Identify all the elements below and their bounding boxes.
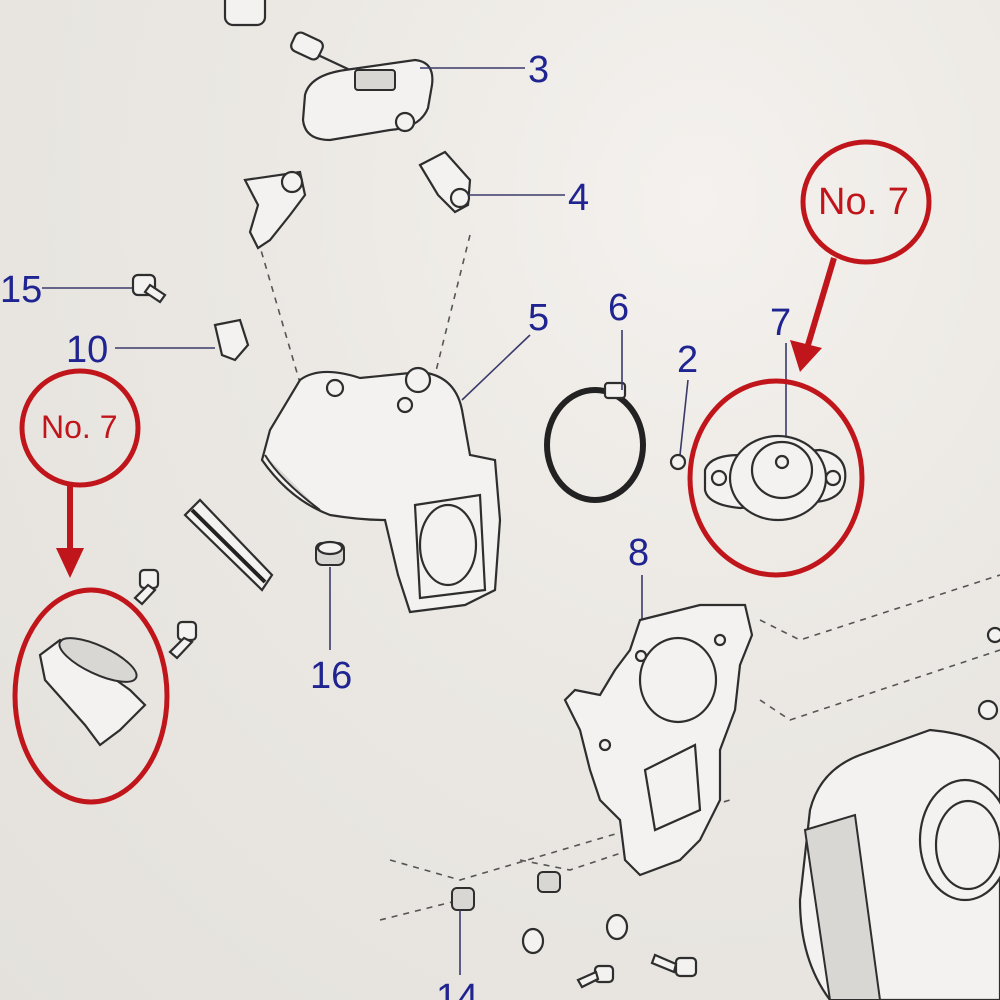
part-2-nut [669, 453, 687, 471]
part-5-housing [260, 366, 502, 614]
part-4-injector [418, 150, 472, 214]
part-7-sleeve [38, 637, 147, 747]
injector-left [243, 170, 307, 250]
part-15-bolt [131, 273, 167, 304]
callout-6: 6 [608, 287, 629, 329]
bolt-left-upper [133, 568, 160, 606]
part-7-flange-adapter [703, 434, 847, 522]
bolt-bottom-2 [576, 964, 615, 989]
annotation-arrow-right [805, 257, 837, 346]
callout-7: 7 [770, 302, 791, 344]
throttle-body [798, 626, 1000, 1000]
callout-3: 3 [528, 49, 549, 91]
nut-bottom-1 [451, 887, 475, 911]
annotation-label-left: No. 7 [41, 409, 117, 445]
bolt-bottom-1 [650, 953, 698, 978]
annotation-circle-left [12, 587, 170, 805]
washer-bottom-2 [521, 927, 545, 955]
part-8-flange-gasket [563, 603, 754, 877]
washer-bottom-1 [605, 913, 629, 941]
callout-2: 2 [677, 339, 698, 381]
part-6-oring [544, 381, 646, 503]
gasket-strip [183, 498, 274, 592]
annotation-label-ring-left [19, 368, 141, 488]
callout-5: 5 [528, 297, 549, 339]
annotation-circle-right [687, 378, 865, 578]
leader-2 [679, 379, 689, 456]
annotation-label-right: No. 7 [818, 181, 909, 223]
annotation-arrowhead-left [56, 548, 84, 578]
leader-5 [461, 334, 531, 401]
annotation-label-ring-right [800, 139, 932, 265]
annotation-left: No. 7 [12, 368, 170, 805]
connector-top-left [223, 0, 267, 27]
part-10-clip [213, 318, 250, 362]
annotation-arrowhead-right [790, 340, 822, 372]
callout-15: 15 [0, 269, 42, 311]
callout-10: 10 [66, 329, 108, 371]
callout-8: 8 [628, 532, 649, 574]
part-16-nut [315, 540, 345, 566]
callout-16: 16 [310, 655, 352, 697]
nut-bottom-2 [537, 871, 561, 893]
bolt-left-lower [168, 620, 198, 660]
callout-4: 4 [568, 177, 589, 219]
part-3-sensor [290, 31, 434, 142]
callout-14: 14 [436, 977, 478, 1000]
annotation-right: No. 7 [687, 139, 932, 578]
